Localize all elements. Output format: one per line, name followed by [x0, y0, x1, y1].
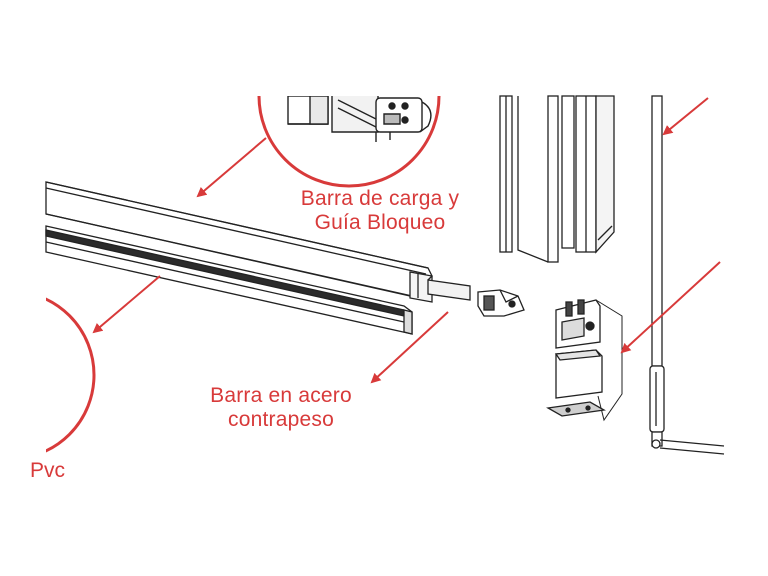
detail-circle-left	[46, 297, 96, 453]
label-counterweight-line1: Barra en acero	[210, 384, 352, 407]
label-load-bar-line2: Guía Bloqueo	[314, 211, 446, 234]
pointer-arrows	[92, 97, 721, 384]
detail-circle-top	[257, 96, 441, 188]
label-load-bar: Barra de carga y Guía Bloqueo	[262, 187, 498, 235]
label-counterweight-line2: contrapeso	[228, 408, 334, 431]
vertical-profiles	[499, 95, 615, 263]
connector-parts	[427, 275, 525, 317]
latch-detail-drawing	[287, 96, 432, 142]
label-load-bar-line1: Barra de carga y	[300, 187, 460, 210]
arrow-to-lock-box	[620, 261, 721, 354]
arrow-to-load-bar	[196, 137, 267, 198]
label-partial-text: Pvc	[30, 462, 66, 478]
arrow-to-counterweight	[370, 311, 449, 384]
arrow-to-left-circle	[92, 275, 161, 334]
arrow-to-post	[662, 97, 709, 136]
lock-box-mechanism	[546, 299, 623, 422]
label-partial-cropped: Pvc	[30, 462, 90, 478]
counterweight-bar	[45, 225, 413, 335]
label-counterweight-bar: Barra en acero contrapeso	[176, 384, 386, 432]
door-post	[649, 95, 725, 455]
